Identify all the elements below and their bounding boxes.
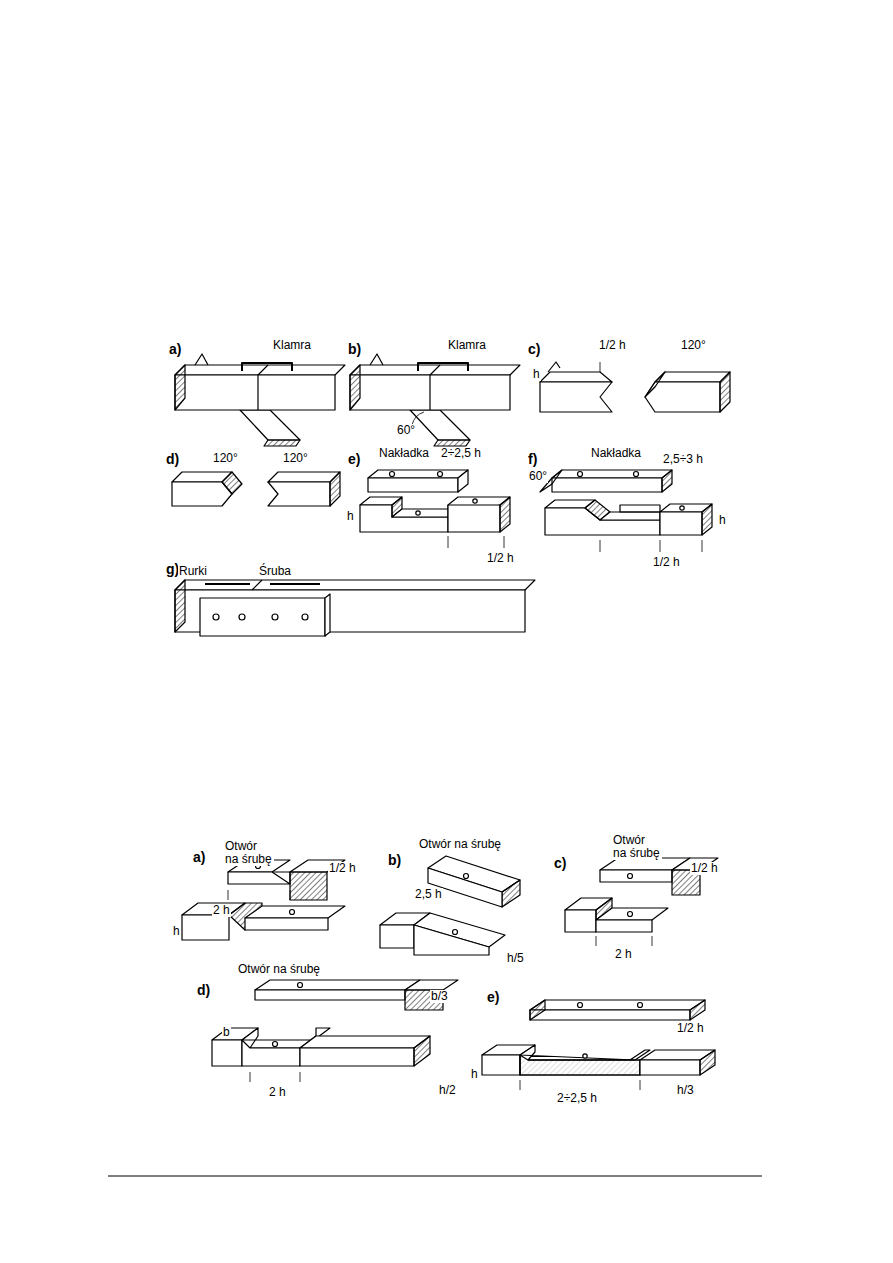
dimension-label: 1/2 h <box>690 862 719 875</box>
dimension-label: h <box>718 514 727 527</box>
dimension-label: 120° <box>282 452 309 465</box>
dimension-label: 120° <box>212 452 239 465</box>
dimension-label: Rurki <box>178 565 208 578</box>
panel-letter: b) <box>387 853 402 868</box>
panel-letter: d) <box>165 452 180 467</box>
dimension-label: 1/2 h <box>676 1022 705 1035</box>
dimension-label: Klamra <box>272 339 312 352</box>
dimension-label: 60° <box>396 424 416 437</box>
panel-letter: c) <box>527 342 541 357</box>
dimension-label: 2 h <box>268 1086 287 1099</box>
dimension-label: h/5 <box>506 952 525 965</box>
dimension-label: 1/2 h <box>486 552 515 565</box>
dimension-label: 2÷2,5 h <box>556 1092 598 1105</box>
dimension-label: Otwór na śrubę <box>237 963 321 976</box>
dimension-label: Klamra <box>447 339 487 352</box>
dimension-label: 60° <box>528 470 548 483</box>
dimension-label: 1/2 h <box>328 862 357 875</box>
dimension-label: h <box>532 368 541 381</box>
panel-letter: d) <box>196 983 211 998</box>
dimension-label: b <box>222 1026 231 1039</box>
panel-letter: f) <box>527 452 538 467</box>
dimension-label: Nakładka <box>590 447 642 460</box>
panel-letter: a) <box>192 850 206 865</box>
dimension-label: h <box>172 925 181 938</box>
dimension-label: Nakładka <box>378 447 430 460</box>
dimension-label: 2,5÷3 h <box>662 453 704 466</box>
dimension-label: 1/2 h <box>598 339 627 352</box>
dimension-label: h <box>470 1068 479 1081</box>
panel-letter: a) <box>168 342 182 357</box>
dimension-label: 2,5 h <box>414 888 443 901</box>
dimension-label: Śruba <box>258 565 292 578</box>
dimension-label: h/2 <box>438 1084 457 1097</box>
panel-letter: e) <box>347 452 361 467</box>
part-label: Otwór na śrubę <box>612 834 662 860</box>
dimension-label: h/3 <box>676 1084 695 1097</box>
dimension-label: b/3 <box>430 990 449 1003</box>
dimension-label: 2÷2,5 h <box>440 447 482 460</box>
dimension-label: h <box>346 510 355 523</box>
panel-letter: b) <box>347 342 362 357</box>
dimension-label: 2 h <box>212 904 231 917</box>
panel-letter: e) <box>486 990 500 1005</box>
panel-letter: c) <box>553 856 567 871</box>
dimension-label: 2 h <box>614 948 633 961</box>
dimension-label: 120° <box>680 339 707 352</box>
dimension-label: 1/2 h <box>652 556 681 569</box>
footer-rule <box>108 1176 762 1177</box>
part-label: Otwór na śrubę <box>224 840 274 866</box>
dimension-label: Otwór na śrubę <box>418 838 502 851</box>
